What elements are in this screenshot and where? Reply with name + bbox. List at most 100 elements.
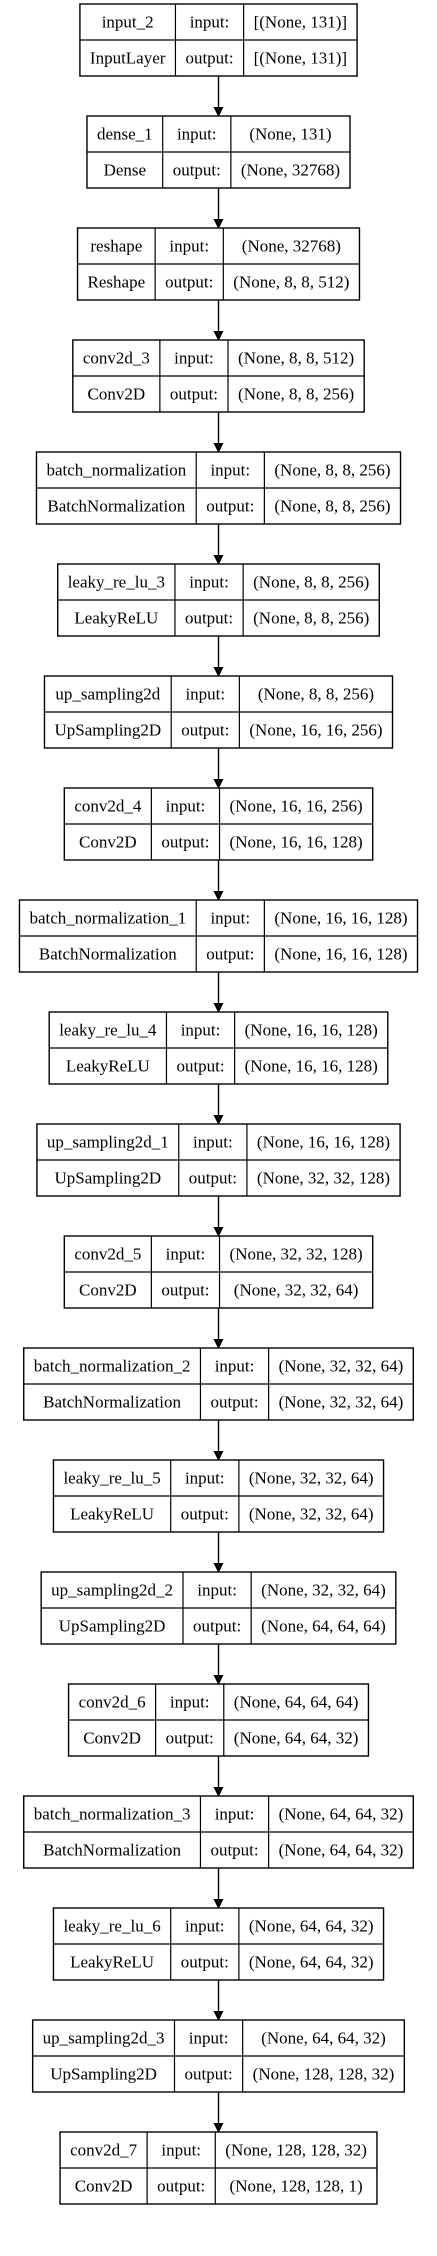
layer-type: BatchNormalization <box>43 1393 181 1412</box>
input-label: input: <box>169 237 209 256</box>
output-shape: [(None, 131)] <box>254 49 347 68</box>
input-shape: (None, 8, 8, 256) <box>274 461 390 480</box>
output-label: output: <box>185 2065 233 2084</box>
layer-name: batch_normalization_2 <box>34 1357 191 1376</box>
output-shape: (None, 32, 32, 64) <box>279 1393 404 1412</box>
output-label: output: <box>206 497 254 516</box>
layer-name: up_sampling2d_2 <box>51 1581 173 1600</box>
output-shape: (None, 16, 16, 128) <box>274 945 407 964</box>
input-shape: (None, 128, 128, 32) <box>225 2141 367 2160</box>
input-shape: (None, 16, 16, 128) <box>257 1133 390 1152</box>
input-shape: (None, 8, 8, 256) <box>258 685 374 704</box>
output-shape: (None, 32768) <box>241 161 340 180</box>
output-shape: (None, 16, 16, 256) <box>249 721 382 740</box>
input-shape: (None, 32, 32, 64) <box>261 1581 386 1600</box>
output-label: output: <box>165 273 213 292</box>
output-shape: (None, 64, 64, 64) <box>261 1617 386 1636</box>
layer-type: Conv2D <box>83 1729 141 1748</box>
layer-name: conv2d_4 <box>74 797 142 816</box>
layer-node-leaky-re-lu-4: leaky_re_lu_4LeakyReLUinput:output:(None… <box>48 1011 389 1085</box>
output-label: output: <box>181 1505 229 1524</box>
output-label: output: <box>170 385 218 404</box>
output-label: output: <box>166 1729 214 1748</box>
output-shape: (None, 8, 8, 256) <box>274 497 390 516</box>
output-shape: (None, 64, 64, 32) <box>234 1729 359 1748</box>
layer-type: LeakyReLU <box>70 1953 154 1972</box>
layer-type: BatchNormalization <box>39 945 177 964</box>
output-label: output: <box>161 1281 209 1300</box>
input-shape: (None, 32, 32, 128) <box>230 1245 363 1264</box>
layer-node-up-sampling2d: up_sampling2dUpSampling2Dinput:output:(N… <box>43 675 394 749</box>
output-label: output: <box>189 1169 237 1188</box>
output-shape: (None, 8, 8, 256) <box>238 385 354 404</box>
input-shape: (None, 64, 64, 64) <box>234 1693 359 1712</box>
output-label: output: <box>185 49 233 68</box>
input-label: input: <box>161 2141 201 2160</box>
layer-type: BatchNormalization <box>47 497 185 516</box>
input-label: input: <box>166 1245 206 1264</box>
input-shape: (None, 16, 16, 128) <box>245 1021 378 1040</box>
input-label: input: <box>190 13 230 32</box>
input-label: input: <box>177 125 217 144</box>
layer-name: conv2d_3 <box>83 349 150 368</box>
output-shape: (None, 32, 32, 64) <box>249 1505 374 1524</box>
layer-name: leaky_re_lu_4 <box>59 1021 157 1040</box>
layer-name: input_2 <box>102 13 154 32</box>
layer-name: up_sampling2d_1 <box>47 1133 169 1152</box>
layer-name: leaky_re_lu_6 <box>63 1917 160 1936</box>
output-shape: (None, 8, 8, 256) <box>253 609 369 628</box>
layer-type: Conv2D <box>79 1281 137 1300</box>
layer-type: UpSampling2D <box>50 2065 157 2084</box>
layer-node-up-sampling2d-3: up_sampling2d_3UpSampling2Dinput:output:… <box>31 2019 406 2093</box>
layer-type: Reshape <box>88 273 146 292</box>
input-label: input: <box>181 1021 221 1040</box>
layer-type: BatchNormalization <box>43 1841 181 1860</box>
input-label: input: <box>210 909 250 928</box>
layer-name: conv2d_6 <box>79 1693 146 1712</box>
layer-node-leaky-re-lu-6: leaky_re_lu_6LeakyReLUinput:output:(None… <box>52 1907 385 1981</box>
output-label: output: <box>161 833 209 852</box>
layer-name: batch_normalization_1 <box>29 909 186 928</box>
output-shape: (None, 32, 32, 64) <box>234 1281 359 1300</box>
layer-node-batch-normalization: batch_normalizationBatchNormalizationinp… <box>35 451 402 525</box>
input-shape: (None, 32, 32, 64) <box>279 1357 404 1376</box>
output-label: output: <box>181 721 229 740</box>
input-label: input: <box>185 685 225 704</box>
input-label: input: <box>215 1357 255 1376</box>
layer-node-batch-normalization-3: batch_normalization_3BatchNormalizationi… <box>23 1795 414 1869</box>
layer-name: batch_normalization <box>46 461 186 480</box>
layer-type: LeakyReLU <box>74 609 158 628</box>
layer-name: dense_1 <box>97 125 153 144</box>
layer-type: UpSampling2D <box>59 1617 166 1636</box>
input-label: input: <box>166 797 206 816</box>
layer-name: leaky_re_lu_5 <box>63 1469 160 1488</box>
input-shape: (None, 8, 8, 512) <box>238 349 354 368</box>
input-shape: (None, 16, 16, 128) <box>274 909 407 928</box>
output-shape: (None, 128, 128, 1) <box>230 2177 363 2196</box>
output-shape: (None, 16, 16, 128) <box>230 833 363 852</box>
output-shape: (None, 8, 8, 512) <box>233 273 349 292</box>
layer-type: Conv2D <box>79 833 137 852</box>
input-label: input: <box>197 1581 237 1600</box>
input-label: input: <box>193 1133 233 1152</box>
input-label: input: <box>189 573 229 592</box>
output-label: output: <box>181 1953 229 1972</box>
output-shape: (None, 128, 128, 32) <box>253 2065 395 2084</box>
layer-name: batch_normalization_3 <box>34 1805 191 1824</box>
input-shape: (None, 8, 8, 256) <box>253 573 369 592</box>
layer-type: InputLayer <box>90 49 166 68</box>
layer-name: reshape <box>90 237 142 256</box>
output-label: output: <box>210 1841 258 1860</box>
layer-node-up-sampling2d-1: up_sampling2d_1UpSampling2Dinput:output:… <box>36 1123 401 1197</box>
input-shape: (None, 131) <box>249 125 331 144</box>
output-label: output: <box>193 1617 241 1636</box>
output-shape: (None, 64, 64, 32) <box>279 1841 404 1860</box>
